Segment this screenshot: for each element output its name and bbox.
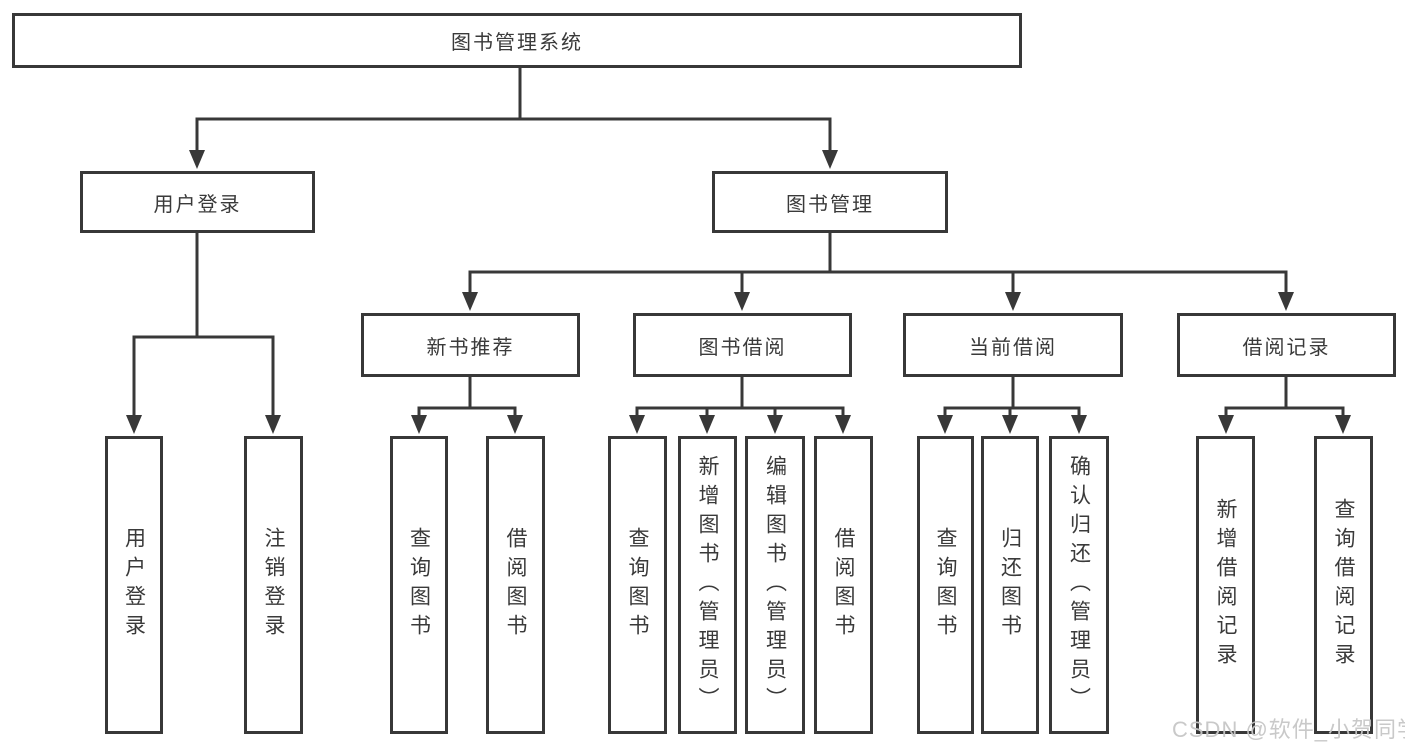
node-label: 新书推荐 <box>426 336 515 359</box>
leaf-return-books: 归还图书 <box>981 436 1039 734</box>
node-new-book-recommendation: 新书推荐 <box>361 313 580 377</box>
node-borrowing-records: 借阅记录 <box>1177 313 1396 377</box>
leaf-confirm-return-admin: 确认归还（管理员） <box>1049 436 1109 734</box>
node-label: 图书借阅 <box>698 336 787 359</box>
watermark: CSDN @软件_小贺同学 <box>1172 717 1405 742</box>
leaf-label: 新增借阅记录 <box>1214 498 1237 672</box>
leaf-user-login: 用户登录 <box>105 436 163 734</box>
node-library-management-system: 图书管理系统 <box>12 13 1022 68</box>
leaf-query-books-current: 查询图书 <box>917 436 974 734</box>
node-label: 当前借阅 <box>969 336 1057 359</box>
leaf-label: 查询图书 <box>407 527 431 643</box>
node-user-login: 用户登录 <box>80 171 315 233</box>
node-label: 图书管理系统 <box>451 32 583 54</box>
leaf-query-borrow-record: 查询借阅记录 <box>1314 436 1373 734</box>
leaf-query-books-recommend: 查询图书 <box>390 436 448 734</box>
leaf-label: 用户登录 <box>122 527 146 643</box>
leaf-label: 注销登录 <box>262 527 285 643</box>
leaf-label: 确认归还（管理员） <box>1067 454 1091 716</box>
leaf-add-borrow-record: 新增借阅记录 <box>1196 436 1255 734</box>
leaf-label: 归还图书 <box>998 527 1022 643</box>
leaf-label: 借阅图书 <box>832 527 855 643</box>
leaf-borrow-books-recommend: 借阅图书 <box>486 436 545 734</box>
leaf-logout: 注销登录 <box>244 436 303 734</box>
node-book-management: 图书管理 <box>712 171 948 233</box>
leaf-label: 查询图书 <box>626 527 649 643</box>
leaf-borrow-books: 借阅图书 <box>814 436 873 734</box>
leaf-label: 借阅图书 <box>504 527 527 643</box>
node-label: 借阅记录 <box>1242 336 1331 359</box>
node-label: 用户登录 <box>153 193 242 216</box>
leaf-add-book-admin: 新增图书（管理员） <box>678 436 737 734</box>
node-label: 图书管理 <box>786 193 874 216</box>
leaf-query-books-borrowing: 查询图书 <box>608 436 667 734</box>
node-current-borrowing: 当前借阅 <box>903 313 1123 377</box>
arrowheads <box>126 150 1351 434</box>
leaf-label: 新增图书（管理员） <box>696 454 719 716</box>
leaf-label: 编辑图书（管理员） <box>763 454 787 716</box>
leaf-label: 查询借阅记录 <box>1332 498 1355 672</box>
leaf-label: 查询图书 <box>934 527 957 643</box>
leaf-edit-book-admin: 编辑图书（管理员） <box>745 436 805 734</box>
node-book-borrowing: 图书借阅 <box>633 313 852 377</box>
